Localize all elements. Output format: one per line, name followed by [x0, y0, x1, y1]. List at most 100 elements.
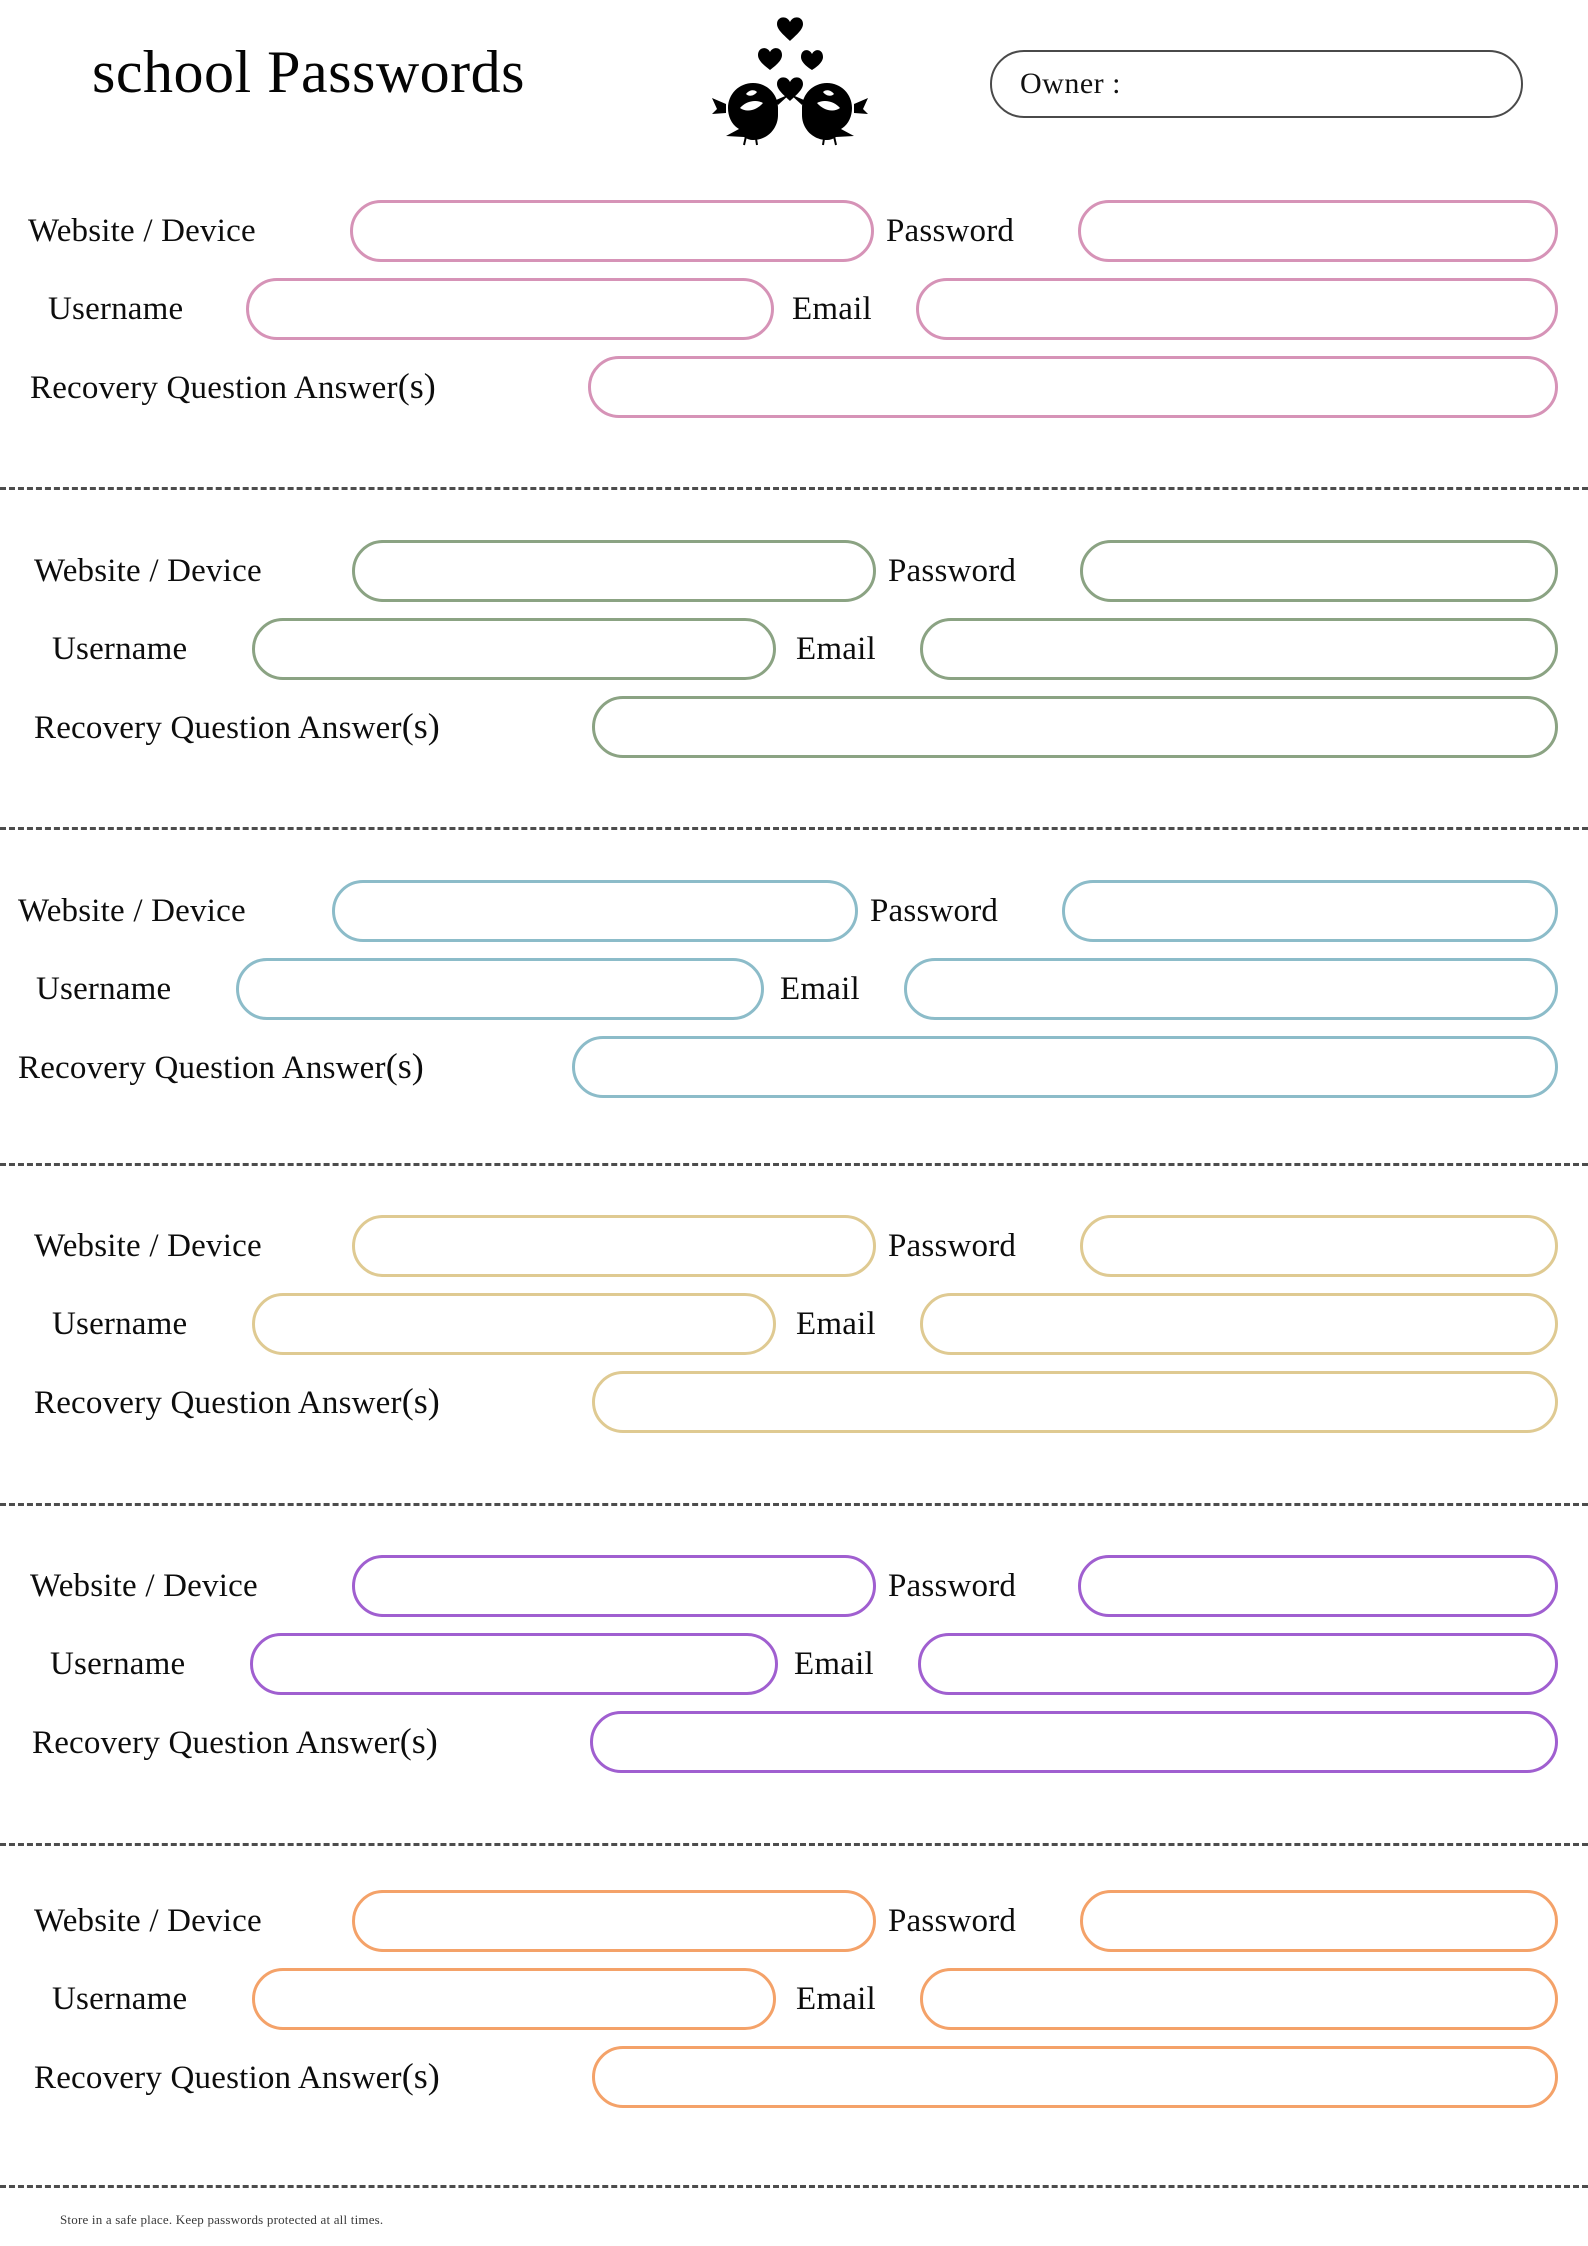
- username-label: Username: [36, 971, 172, 1007]
- love-birds-with-hearts-icon: [700, 8, 880, 148]
- username-input[interactable]: [252, 618, 776, 680]
- entry-row-1: Website / Device Password: [0, 200, 1588, 262]
- section-divider-4: [0, 1503, 1588, 1506]
- password-input[interactable]: [1078, 200, 1558, 262]
- password-label: Password: [886, 213, 1015, 249]
- owner-label: Owner :: [1020, 67, 1121, 100]
- recovery-label-suffix: (s): [401, 1381, 440, 1421]
- website-input[interactable]: [350, 200, 874, 262]
- password-input[interactable]: [1080, 540, 1558, 602]
- recovery-input[interactable]: [572, 1036, 1558, 1098]
- username-input[interactable]: [252, 1968, 776, 2030]
- recovery-label: Recovery Question Answer(s): [30, 366, 436, 406]
- section-divider-3: [0, 1163, 1588, 1166]
- entry-row-2: Username Email: [0, 618, 1588, 680]
- section-divider-2: [0, 827, 1588, 830]
- username-label: Username: [50, 1646, 186, 1682]
- recovery-label-suffix: (s): [397, 366, 436, 406]
- entry-row-1: Website / Device Password: [0, 1555, 1588, 1617]
- recovery-label: Recovery Question Answer(s): [18, 1046, 424, 1086]
- username-label: Username: [52, 1306, 188, 1342]
- recovery-input[interactable]: [592, 696, 1558, 758]
- entry-row-1: Website / Device Password: [0, 540, 1588, 602]
- website-input[interactable]: [352, 1890, 876, 1952]
- email-label: Email: [796, 631, 876, 667]
- recovery-input[interactable]: [592, 2046, 1558, 2108]
- website-label: Website / Device: [18, 893, 246, 929]
- email-input[interactable]: [916, 278, 1558, 340]
- email-input[interactable]: [904, 958, 1558, 1020]
- section-divider-1: [0, 487, 1588, 490]
- recovery-label-suffix: (s): [385, 1046, 424, 1086]
- password-input[interactable]: [1078, 1555, 1558, 1617]
- email-label: Email: [792, 291, 872, 327]
- username-input[interactable]: [252, 1293, 776, 1355]
- website-input[interactable]: [352, 1215, 876, 1277]
- website-label: Website / Device: [30, 1568, 258, 1604]
- email-input[interactable]: [918, 1633, 1558, 1695]
- recovery-input[interactable]: [592, 1371, 1558, 1433]
- password-label: Password: [888, 1568, 1017, 1604]
- page-header: school Passwords: [0, 0, 1588, 178]
- website-label: Website / Device: [34, 1228, 262, 1264]
- username-input[interactable]: [246, 278, 774, 340]
- email-input[interactable]: [920, 618, 1558, 680]
- recovery-label: Recovery Question Answer(s): [34, 1381, 440, 1421]
- email-label: Email: [780, 971, 860, 1007]
- entry-row-2: Username Email: [0, 1633, 1588, 1695]
- username-input[interactable]: [236, 958, 764, 1020]
- entry-row-3: Recovery Question Answer(s): [0, 1371, 1588, 1433]
- section-divider-6: [0, 2185, 1588, 2188]
- username-input[interactable]: [250, 1633, 778, 1695]
- recovery-label: Recovery Question Answer(s): [32, 1721, 438, 1761]
- username-label: Username: [48, 291, 184, 327]
- entry-row-3: Recovery Question Answer(s): [0, 356, 1588, 418]
- section-divider-5: [0, 1843, 1588, 1846]
- username-label: Username: [52, 631, 188, 667]
- website-input[interactable]: [332, 880, 858, 942]
- password-label: Password: [870, 893, 999, 929]
- recovery-input[interactable]: [588, 356, 1558, 418]
- entry-row-2: Username Email: [0, 1293, 1588, 1355]
- entry-row-3: Recovery Question Answer(s): [0, 1036, 1588, 1098]
- website-label: Website / Device: [28, 213, 256, 249]
- email-label: Email: [796, 1306, 876, 1342]
- username-label: Username: [52, 1981, 188, 2017]
- password-label: Password: [888, 1228, 1017, 1264]
- page-title: school Passwords: [92, 39, 526, 105]
- entry-row-3: Recovery Question Answer(s): [0, 2046, 1588, 2108]
- recovery-label-suffix: (s): [401, 706, 440, 746]
- password-input[interactable]: [1080, 1215, 1558, 1277]
- owner-field[interactable]: Owner :: [990, 50, 1523, 118]
- password-input[interactable]: [1062, 880, 1558, 942]
- footer-note: Store in a safe place. Keep passwords pr…: [60, 2212, 384, 2227]
- entry-row-2: Username Email: [0, 958, 1588, 1020]
- recovery-label-suffix: (s): [401, 2056, 440, 2096]
- recovery-input[interactable]: [590, 1711, 1558, 1773]
- email-input[interactable]: [920, 1293, 1558, 1355]
- entry-row-3: Recovery Question Answer(s): [0, 696, 1588, 758]
- entry-row-2: Username Email: [0, 278, 1588, 340]
- entry-row-1: Website / Device Password: [0, 1890, 1588, 1952]
- email-input[interactable]: [920, 1968, 1558, 2030]
- website-input[interactable]: [352, 540, 876, 602]
- password-label: Password: [888, 1903, 1017, 1939]
- password-input[interactable]: [1080, 1890, 1558, 1952]
- password-label: Password: [888, 553, 1017, 589]
- recovery-label-suffix: (s): [399, 1721, 438, 1761]
- entry-row-2: Username Email: [0, 1968, 1588, 2030]
- email-label: Email: [796, 1981, 876, 2017]
- email-label: Email: [794, 1646, 874, 1682]
- recovery-label: Recovery Question Answer(s): [34, 706, 440, 746]
- website-label: Website / Device: [34, 553, 262, 589]
- website-input[interactable]: [352, 1555, 876, 1617]
- entry-row-1: Website / Device Password: [0, 1215, 1588, 1277]
- website-label: Website / Device: [34, 1903, 262, 1939]
